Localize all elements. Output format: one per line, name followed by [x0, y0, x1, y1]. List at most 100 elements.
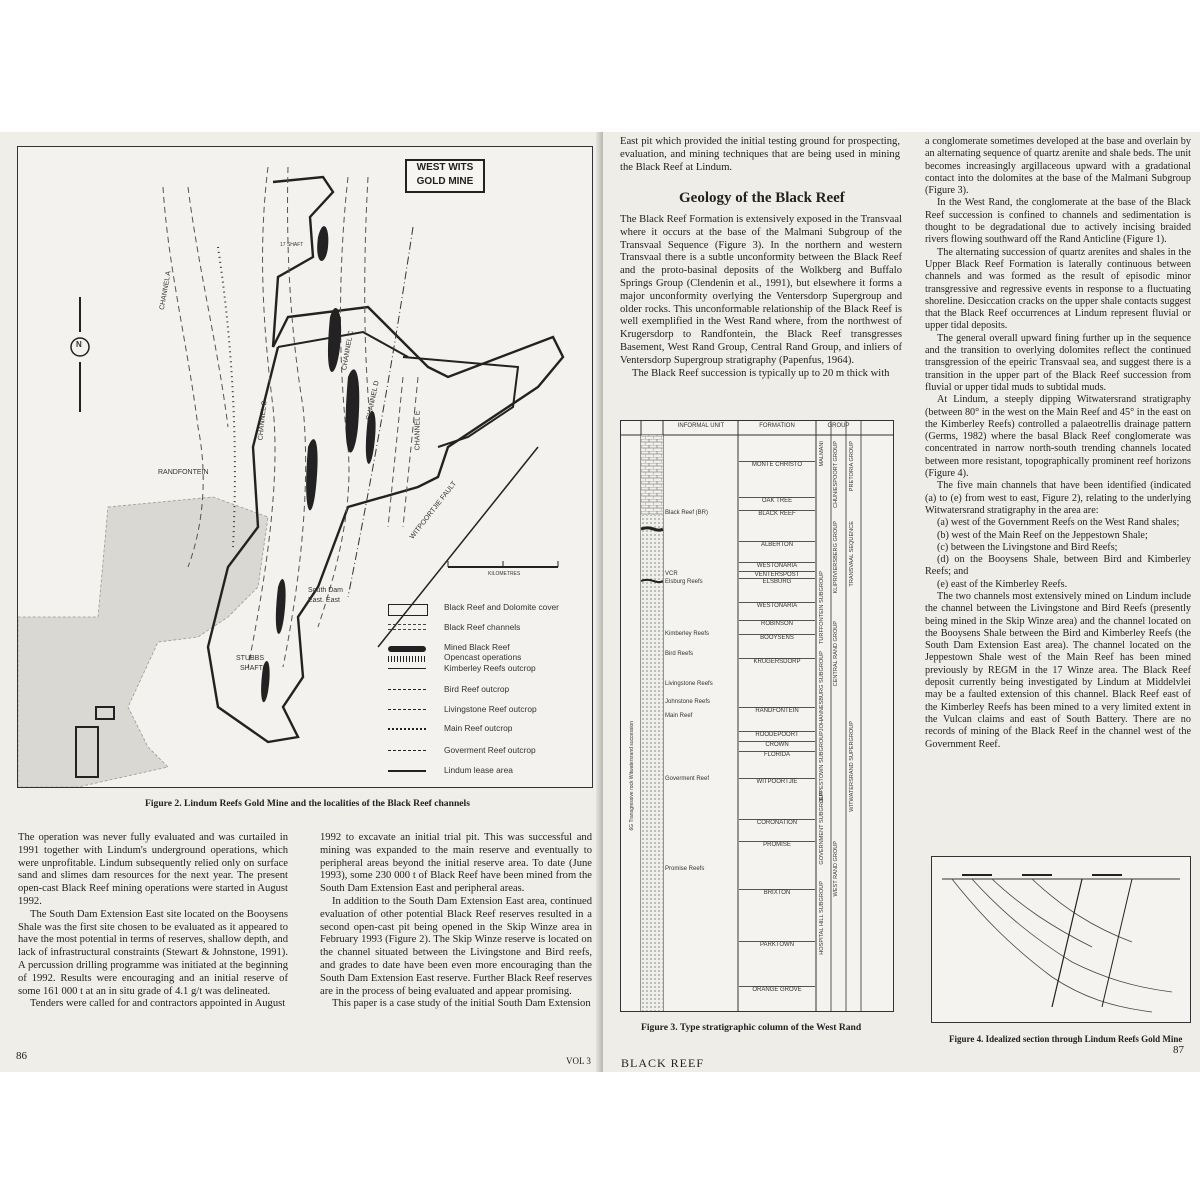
strat-informal-unit-8: Main Reef: [665, 713, 693, 719]
strat-formation-3: BLACK REEF: [739, 510, 815, 517]
strat-formation-11: KRUGERSDORP: [739, 658, 815, 665]
left-col1-para-2: The South Dam Extension East site locate…: [18, 908, 288, 997]
strat-group-malmani: MALMANI: [819, 441, 825, 467]
map-label-east-east: East. East: [308, 597, 340, 604]
left-col2-para-3: This paper is a case study of the initia…: [332, 998, 591, 1010]
strat-group-klipriviersberg: KLIPRIVIERSBERG GROUP: [833, 521, 839, 594]
right-para-6: The five main channels that have been id…: [925, 480, 1191, 516]
strat-header-group: GROUP: [827, 423, 850, 429]
strat-group-chuniespoort: CHUNIESPOORT GROUP: [833, 441, 839, 508]
legend-symbol-goverment: [388, 750, 426, 751]
right-page: East pit which provided the initial test…: [603, 132, 1200, 1072]
strat-group-transvaal: TRANSVAAL SEQUENCE: [849, 521, 855, 587]
legend-symbol-bird: [388, 689, 426, 690]
strat-group-central-rand: CENTRAL RAND GROUP: [833, 621, 839, 687]
strat-formation-2: OAK TREE: [739, 497, 815, 504]
strat-formation-9: ROBINSON: [739, 620, 815, 627]
left-page: WEST WITS GOLD MINE N CHANNEL A CHANNEL …: [0, 132, 603, 1072]
strat-header-formation: FORMATION: [759, 423, 795, 429]
figure-2-map-drawing: [18, 166, 565, 787]
strat-formation-6: VENTERSPOST: [739, 571, 815, 578]
right-para-2: In the West Rand, the conglomerate at th…: [925, 197, 1191, 246]
map-label-south-dam: South Dam: [308, 587, 344, 594]
strat-formation-5: WESTONARIA: [739, 562, 815, 569]
left-col1-para-1: The operation was never fully evaluated …: [18, 832, 288, 907]
map-label-17-shaft: 17 SHAFT: [280, 242, 304, 248]
channel-list-c: (c) between the Livingstone and Bird Ree…: [937, 541, 1118, 553]
strat-formation-12: RANDFONTEIN: [739, 707, 815, 714]
geology-heading: Geology of the Black Reef: [679, 190, 845, 206]
figure-4-section: [931, 856, 1191, 1023]
geology-para-2: The Black Reef succession is typically u…: [632, 367, 890, 379]
legend-symbol-dashed: [388, 624, 426, 625]
strat-group-pretoria: PRETORIA GROUP: [849, 441, 855, 492]
strat-informal-unit-6: Livingstone Reefs: [665, 681, 713, 687]
strat-formation-13: ROODEPOORT: [739, 731, 815, 738]
strat-formation-8: WESTONARIA: [739, 602, 815, 609]
right-top-text: East pit which provided the initial test…: [620, 136, 900, 173]
map-label-channel-e: CHANNEL E: [414, 410, 422, 451]
strat-group-witwatersrand: WITWATERSRAND SUPERGROUP: [849, 721, 855, 812]
map-label-stubbs-shaft: SHAFT: [240, 665, 263, 672]
strat-informal-unit-1: Black Reef (BR): [665, 510, 709, 516]
strat-thickness-label: 6G Transgressive rock Witwatersrand succ…: [629, 721, 635, 831]
legend-item-8: Main Reef outcrop: [444, 723, 513, 733]
strat-header-informal-unit: INFORMAL UNIT: [677, 423, 725, 429]
strat-formation-19: BRIXTON: [739, 889, 815, 896]
legend-item-9: Goverment Reef outcrop: [444, 745, 536, 755]
left-page-number: 86: [16, 1050, 27, 1062]
strat-formation-21: ORANGE GROVE: [739, 986, 815, 993]
strat-formation-7: ELSBURG: [739, 578, 815, 585]
channel-list-d: (d) on the Booysens Shale, between Bird …: [925, 554, 1191, 578]
north-symbol: N: [76, 340, 82, 349]
legend-item-7: Livingstone Reef outcrop: [444, 704, 537, 714]
strat-informal-unit-10: Promise Reefs: [665, 866, 705, 872]
geology-column: The Black Reef Formation is extensively …: [620, 214, 902, 380]
left-col-2: 1992 to excavate an initial trial pit. T…: [320, 832, 592, 1011]
mine-title-line1: WEST WITS: [416, 162, 474, 173]
strat-formation-18: PROMISE: [739, 841, 815, 848]
right-para-3: The alternating succession of quartz are…: [925, 246, 1191, 332]
legend-symbol-lease: [388, 770, 426, 772]
legend-item-6: Bird Reef outcrop: [444, 684, 510, 694]
legend-item-10: Lindum lease area: [444, 765, 513, 775]
channel-list-a: (a) west of the Government Reefs on the …: [937, 517, 1180, 529]
map-legend: Black Reef and Dolomite cover Black Reef…: [388, 602, 588, 782]
strat-formation-14: CROWN: [739, 741, 815, 748]
left-col1-para-3: Tenders were called for and contractors …: [30, 998, 286, 1010]
right-footer-running-head: BLACK REEF: [621, 1056, 705, 1070]
strat-informal-unit-3: Elsburg Reefs: [665, 579, 703, 585]
strat-formation-1: MONTE CHRISTO: [739, 461, 815, 468]
strat-informal-unit-5: Bird Reefs: [665, 651, 694, 657]
right-column: a conglomerate sometimes developed at th…: [925, 136, 1191, 751]
legend-symbol-kimberley: [388, 668, 426, 669]
mine-title-line2: GOLD MINE: [416, 176, 474, 187]
legend-item-1: Black Reef and Dolomite cover: [444, 602, 559, 612]
strat-informal-unit-7: Johnstone Reefs: [665, 699, 711, 705]
strat-formation-20: PARKTOWN: [739, 941, 815, 948]
strat-group-government: GOVERNMENT SUBGROUP: [819, 791, 825, 865]
strat-formation-15: FLORIDA: [739, 751, 815, 758]
strat-informal-unit-9: Goverment Reef: [665, 776, 710, 782]
right-page-number: 87: [1173, 1044, 1184, 1056]
right-para-4: The general overall upward fining furthe…: [925, 332, 1191, 393]
channel-list-b: (b) west of the Main Reef on the Jeppest…: [937, 529, 1148, 541]
legend-symbol-mined: [388, 646, 426, 652]
left-col2-para-2: In addition to the South Dam Extension E…: [320, 895, 592, 997]
figure-4-caption: Figure 4. Idealized section through Lind…: [949, 1034, 1183, 1044]
strat-formation-10: BOOYSENS: [739, 634, 815, 641]
strat-formation-4: ALBERTON: [739, 541, 815, 548]
legend-item-4: Opencast operations: [444, 652, 522, 662]
strat-group-turffontein: TURFFONTEIN SUBGROUP: [819, 571, 825, 645]
left-col-1: The operation was never fully evaluated …: [18, 832, 288, 1011]
left-footer-vol: VOL 3: [566, 1056, 591, 1066]
strat-group-west-rand: WEST RAND GROUP: [833, 841, 839, 897]
strat-group-johannesburg: JOHANNESBURG SUBGROUP: [819, 651, 825, 732]
strat-formation-17: CORONATION: [739, 819, 815, 826]
legend-item-5: Kimberley Reefs outcrop: [444, 663, 536, 673]
strat-group-hospital-hill: HOSPITAL HILL SUBGROUP: [819, 881, 825, 955]
legend-symbol-main: [388, 728, 426, 730]
right-closing-para: The two channels most extensively mined …: [925, 590, 1191, 750]
right-para-5: At Lindum, a steeply dipping Witwatersra…: [925, 394, 1191, 480]
map-label-randfontein: RANDFONTEIN: [158, 469, 209, 476]
